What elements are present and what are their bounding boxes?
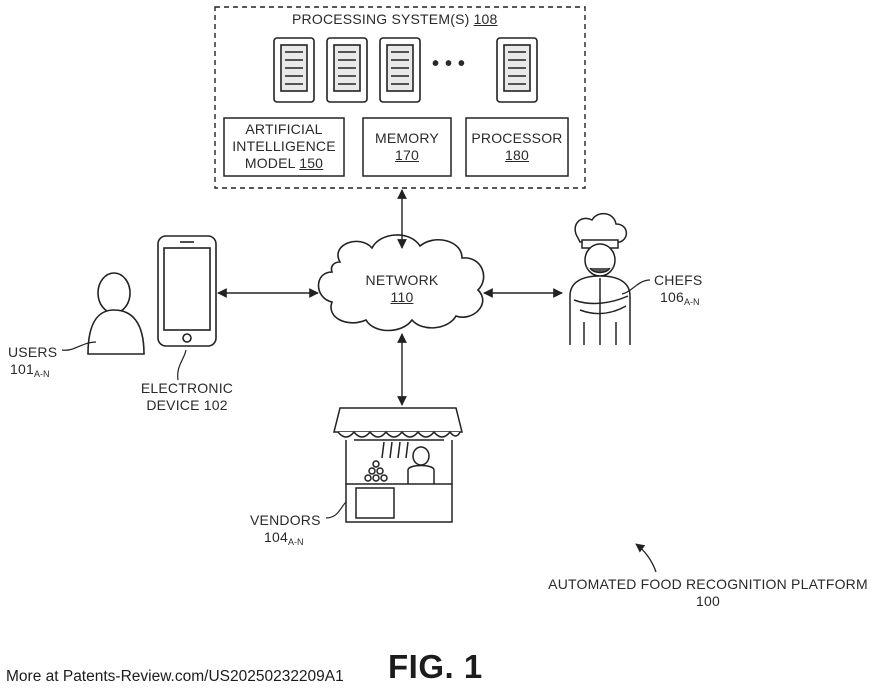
figure-label: FIG. 1 — [388, 648, 483, 686]
processing-system-title: PROCESSING SYSTEM(S) 108 — [292, 11, 498, 28]
processor-text: PROCESSOR — [466, 130, 568, 147]
footer-link[interactable]: More at Patents-Review.com/US20250232209… — [6, 668, 344, 686]
ai-model-line2: INTELLIGENCE — [224, 138, 344, 155]
device-leader-line — [178, 350, 186, 380]
server-rack-icon — [497, 38, 537, 102]
chefs-sub: A-N — [684, 297, 700, 307]
chefs-text: CHEFS — [654, 272, 702, 289]
device-line1: ELECTRONIC — [132, 380, 242, 397]
server-rack-icon — [274, 38, 314, 102]
device-line2: DEVICE 102 — [132, 397, 242, 414]
device-label: ELECTRONIC DEVICE 102 — [132, 380, 242, 414]
vendors-ref: 104 — [264, 529, 288, 545]
network-label: NETWORK 110 — [352, 272, 452, 306]
memory-ref: 170 — [363, 147, 451, 164]
vendors-ref-line: 104A-N — [250, 529, 321, 551]
memory-label: MEMORY 170 — [363, 130, 451, 164]
memory-text: MEMORY — [363, 130, 451, 147]
processor-ref: 180 — [466, 147, 568, 164]
server-ellipsis: • • • — [432, 56, 465, 73]
vendors-text: VENDORS — [250, 512, 321, 529]
server-rack-icon — [380, 38, 420, 102]
ai-model-line3: MODEL 150 — [224, 155, 344, 172]
ai-model-label: ARTIFICIAL INTELLIGENCE MODEL 150 — [224, 121, 344, 172]
chef-icon — [570, 214, 630, 345]
ai-model-ref: 150 — [299, 155, 323, 171]
vendors-sub: A-N — [288, 537, 304, 547]
vendors-leader-line — [326, 502, 346, 518]
vendor-stall-icon — [334, 408, 462, 522]
processing-system-label: PROCESSING SYSTEM(S) — [292, 11, 469, 27]
users-ref-line: 101A-N — [8, 361, 57, 383]
platform-leader-arrow — [636, 544, 656, 572]
chefs-ref: 106 — [660, 289, 684, 305]
platform-label: AUTOMATED FOOD RECOGNITION PLATFORM 100 — [538, 576, 878, 610]
users-ref: 101 — [10, 361, 34, 377]
ai-model-line1: ARTIFICIAL — [224, 121, 344, 138]
users-text: USERS — [8, 344, 57, 361]
processor-label: PROCESSOR 180 — [466, 130, 568, 164]
network-text: NETWORK — [352, 272, 452, 289]
server-rack-icon — [327, 38, 367, 102]
user-icon — [88, 273, 144, 354]
users-label: USERS 101A-N — [8, 344, 57, 383]
ai-model-word: MODEL — [245, 155, 295, 171]
processing-system-ref: 108 — [474, 11, 498, 27]
smartphone-icon — [158, 236, 216, 346]
network-ref: 110 — [352, 289, 452, 306]
platform-text: AUTOMATED FOOD RECOGNITION PLATFORM — [538, 576, 878, 593]
chefs-label: CHEFS 106A-N — [654, 272, 702, 311]
chefs-ref-line: 106A-N — [654, 289, 702, 311]
users-sub: A-N — [34, 369, 50, 379]
platform-ref: 100 — [538, 593, 878, 610]
vendors-label: VENDORS 104A-N — [250, 512, 321, 551]
